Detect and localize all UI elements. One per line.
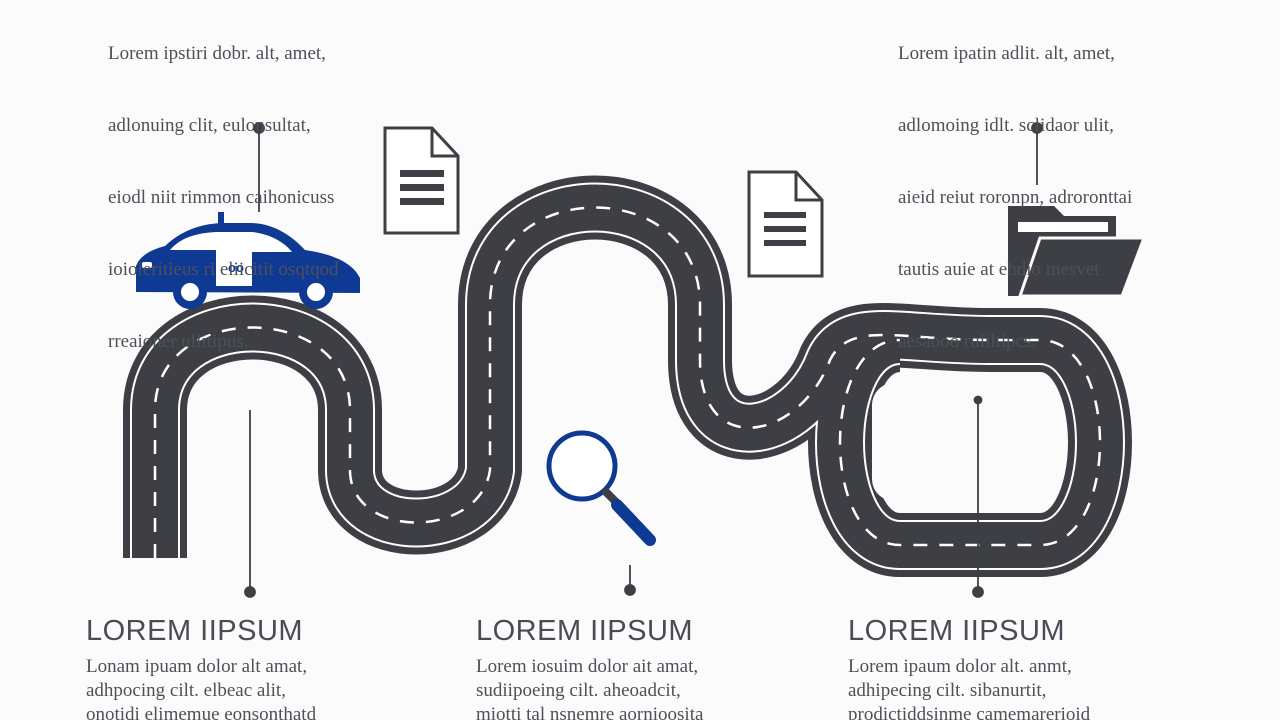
section-line: adhpocing cilt. elbeac alit, — [86, 680, 286, 701]
document-icon — [383, 126, 460, 235]
section-line: prodictiddsinme camemarerioid — [848, 704, 1091, 720]
section-1: LOREM IIPSUM Lonam ipuam dolor alt amat,… — [86, 614, 466, 720]
section-title: LOREM IIPSUM — [848, 615, 1066, 647]
section-line: sudiipoeing cilt. aheoadcit, — [476, 680, 681, 701]
note-line: aesaooo ruliltipcs. — [898, 331, 1037, 352]
section-3: LOREM IIPSUM Lorem ipaum dolor alt. anmt… — [848, 614, 1228, 720]
section-title: LOREM IIPSUM — [86, 615, 304, 647]
top-right-note: Lorem ipatin adlit. alt, amet, adlomoing… — [898, 0, 1132, 402]
note-line: tautis auie at ehdio mesvet — [898, 259, 1100, 280]
note-line: adlomoing idlt. sclidaor ulit, — [898, 115, 1114, 136]
note-line: rreaioner ullitipus. — [108, 331, 249, 352]
road-center-dashes — [153, 206, 1102, 558]
section-line: Lorem ipaum dolor alt. anmt, — [848, 656, 1072, 677]
leader-top-right — [1031, 122, 1043, 185]
leader-bottom-right — [972, 395, 984, 598]
note-line: aieid reiut roronpn, adroronttai — [898, 187, 1133, 208]
winding-road — [123, 175, 1132, 577]
section-line: onotidi elimemue eonsonthatd — [86, 704, 317, 720]
section-line: Lorem iosuim dolor ait amat, — [476, 656, 699, 677]
magnifier-icon — [546, 430, 656, 546]
leader-lines — [244, 122, 1043, 598]
section-line: Lonam ipuam dolor alt amat, — [86, 656, 308, 677]
folder-icon — [1008, 206, 1147, 298]
loop-island — [872, 383, 1054, 501]
section-title: LOREM IIPSUM — [476, 615, 694, 647]
note-line: ioioieritieus ri eliicitit osqtqod — [108, 259, 339, 280]
section-2: LOREM IIPSUM Lorem iosuim dolor ait amat… — [476, 614, 856, 720]
leader-top-left — [253, 122, 265, 212]
top-left-note: Lorem ipstiri dobr. alt, amet, adlonuing… — [108, 0, 339, 402]
note-line: Lorem ipatin adlit. alt, amet, — [898, 43, 1115, 64]
car-icon: oo — [136, 212, 360, 309]
document-icon — [747, 170, 824, 278]
svg-text:oo: oo — [228, 260, 244, 275]
note-line: eiodl niit rimmon caihonicuss — [108, 187, 335, 208]
note-line: adlonuing clit, eulonsultat, — [108, 115, 311, 136]
section-line: adhipecing cilt. sibanurtit, — [848, 680, 1047, 701]
note-line: Lorem ipstiri dobr. alt, amet, — [108, 43, 326, 64]
section-line: miotti tal nsnemre aornioosita — [476, 704, 704, 720]
leader-bottom-left — [244, 410, 256, 598]
leader-bottom-center — [624, 565, 636, 596]
